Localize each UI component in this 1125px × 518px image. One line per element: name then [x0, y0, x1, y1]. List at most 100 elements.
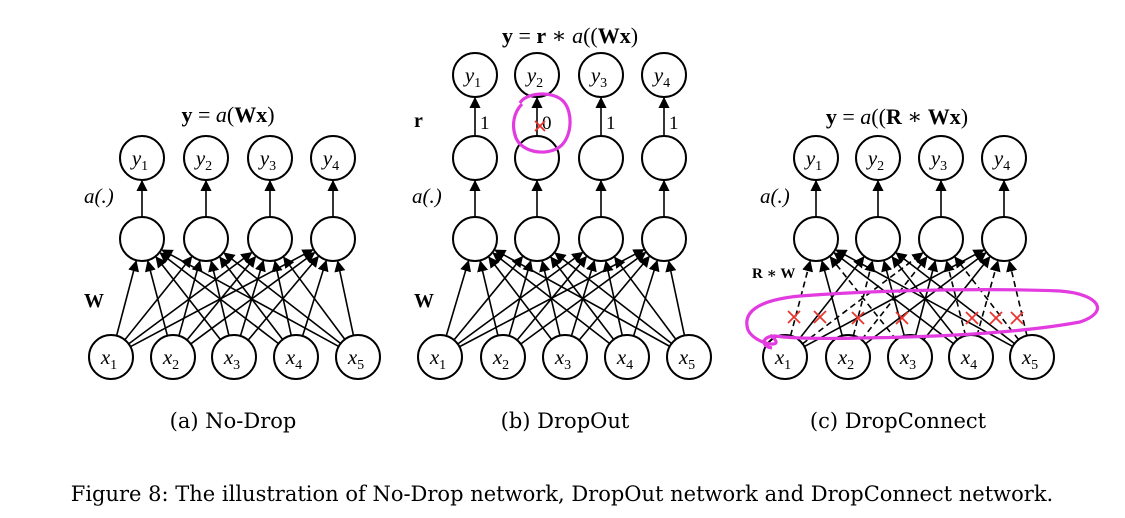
activation-label: a(.): [760, 184, 790, 208]
hidden-unit: [119, 216, 165, 262]
drop-cross: [813, 310, 827, 324]
svg-text:x5: x5: [1021, 345, 1038, 373]
weight-label: W: [84, 290, 104, 312]
weight-edge: [494, 249, 671, 348]
drop-cross: [965, 311, 979, 325]
dropped-unit-marker: [511, 92, 572, 154]
svg-text:y1: y1: [804, 146, 822, 174]
weight-edge: [161, 249, 340, 348]
svg-text:y3: y3: [929, 146, 947, 174]
hidden-unit: [310, 216, 356, 262]
output-node: y2: [514, 52, 560, 98]
weight-edge: [829, 256, 897, 341]
hidden-unit: [641, 216, 687, 262]
svg-text:x1: x1: [774, 345, 791, 373]
weight-edge: [614, 256, 677, 340]
input-node: x4: [604, 334, 650, 380]
dropout-unit: [514, 135, 560, 181]
weight-edge: [186, 255, 257, 341]
weight-label: R ∗ W: [752, 266, 795, 282]
input-node: x3: [887, 334, 933, 380]
weight-edge: [1006, 260, 1028, 336]
input-node: x3: [542, 334, 588, 380]
output-node: y3: [918, 135, 964, 181]
weight-edge: [488, 256, 553, 340]
weight-edge: [665, 260, 686, 336]
hidden-unit: [247, 216, 293, 262]
hidden-unit: [514, 216, 560, 262]
highlight-loop: [745, 288, 1099, 350]
input-node: x3: [211, 334, 257, 380]
drop-cross: [787, 310, 801, 324]
input-node: x5: [1009, 334, 1055, 380]
mask-value: 1: [606, 113, 616, 134]
drop-cross: [989, 311, 1003, 325]
drop-cross: [895, 311, 909, 325]
dropout-unit: [578, 135, 624, 181]
svg-text:y3: y3: [589, 63, 607, 91]
weight-edge: [334, 260, 355, 336]
input-node: x2: [480, 334, 526, 380]
svg-text:x2: x2: [492, 345, 509, 373]
equation-dropout: y = r ∗ a((Wx): [502, 23, 638, 48]
input-node: x1: [417, 334, 463, 380]
output-node: y3: [578, 52, 624, 98]
svg-text:y1: y1: [130, 146, 148, 174]
caption-dropout: (b) DropOut: [501, 409, 630, 433]
drop-cross: [851, 311, 865, 325]
svg-text:y2: y2: [525, 63, 543, 91]
weight-edge: [144, 260, 169, 336]
figure-caption: Figure 8: The illustration of No-Drop ne…: [71, 482, 1053, 506]
svg-text:x3: x3: [223, 345, 240, 373]
svg-text:y2: y2: [866, 146, 884, 174]
svg-text:x4: x4: [285, 345, 302, 373]
drop-cross: [1010, 311, 1024, 325]
mask-value: 0: [542, 113, 552, 134]
weight-edge: [789, 260, 814, 336]
svg-text:y4: y4: [321, 146, 339, 174]
svg-text:y1: y1: [463, 63, 481, 91]
weight-edge: [819, 260, 844, 336]
weight-edge: [852, 260, 876, 336]
svg-text:y4: y4: [992, 146, 1010, 174]
caption-no-drop: (a) No-Drop: [170, 409, 297, 433]
output-node: y2: [855, 135, 901, 181]
weight-edge: [554, 252, 673, 345]
dropout-unit: [452, 135, 498, 181]
svg-text:x3: x3: [554, 345, 571, 373]
weight-edge: [797, 256, 865, 341]
hidden-unit: [793, 216, 839, 262]
weight-edge: [492, 252, 611, 345]
highlight-circle: [511, 92, 572, 154]
equation-no-drop: y = a(Wx): [181, 102, 274, 127]
weight-edge: [155, 256, 222, 341]
hidden-unit: [981, 216, 1027, 262]
svg-text:x5: x5: [347, 345, 364, 373]
svg-text:x4: x4: [616, 345, 633, 373]
weight-edge: [477, 260, 499, 336]
svg-text:y3: y3: [258, 146, 276, 174]
input-node: x4: [948, 334, 994, 380]
activation-label: a(.): [412, 184, 442, 208]
output-node: y2: [183, 135, 229, 181]
panel-no-drop: y = a(Wx) a(.) W x1 x2 x3 x4 x5 y1 y2 y3 y4 (a) …: [84, 102, 381, 433]
equation-dropconnect: y = a((R ∗ Wx): [826, 104, 968, 129]
svg-text:y2: y2: [194, 146, 212, 174]
activation-label: a(.): [84, 184, 114, 208]
input-node: x1: [88, 334, 134, 380]
weight-edge: [453, 255, 524, 341]
weight-edge: [833, 252, 954, 345]
weight-edge: [223, 252, 342, 345]
mask-value: 1: [669, 113, 679, 134]
input-node: x4: [273, 334, 319, 380]
input-node: x2: [150, 334, 196, 380]
weight-edge: [115, 260, 140, 336]
weight-edge: [976, 260, 1001, 337]
weight-label: W: [414, 290, 434, 312]
svg-text:x5: x5: [678, 345, 695, 373]
svg-text:x4: x4: [960, 345, 977, 373]
hidden-unit: [183, 216, 229, 262]
